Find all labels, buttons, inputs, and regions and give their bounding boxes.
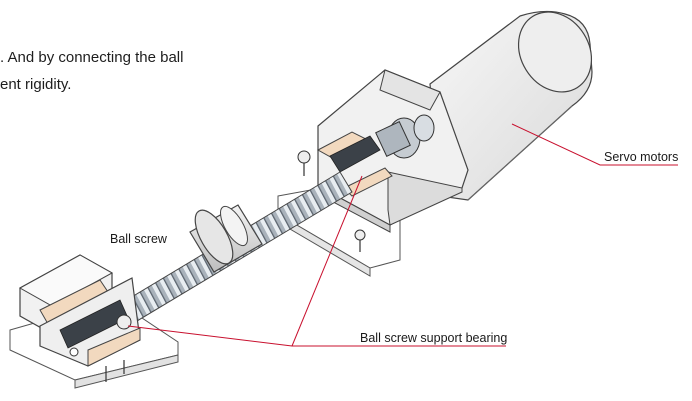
leader-servo-motors xyxy=(511,123,678,166)
bolt-icon xyxy=(116,314,132,330)
intro-line-2: ent rigidity. xyxy=(0,76,72,93)
label-servo-motors: Servo motors xyxy=(604,150,679,164)
intro-text: . And by connecting the ball ent rigidit… xyxy=(0,44,210,98)
left-support-block xyxy=(18,254,141,382)
shaft-coupling xyxy=(375,114,435,159)
leader-support-bearing-right xyxy=(291,175,363,347)
intro-line-1: . And by connecting the ball xyxy=(0,49,184,66)
bolt-icon xyxy=(354,229,366,241)
label-ball-screw: Ball screw xyxy=(110,232,167,246)
bolt-icon xyxy=(297,150,311,164)
label-support-bearing: Ball screw support bearing xyxy=(360,331,508,345)
leader-support-bearing-left xyxy=(127,325,506,347)
bolt-icon xyxy=(69,347,79,357)
servo-motor xyxy=(429,10,593,201)
leader-lines xyxy=(127,123,678,347)
ball-screw-nut xyxy=(189,204,263,273)
